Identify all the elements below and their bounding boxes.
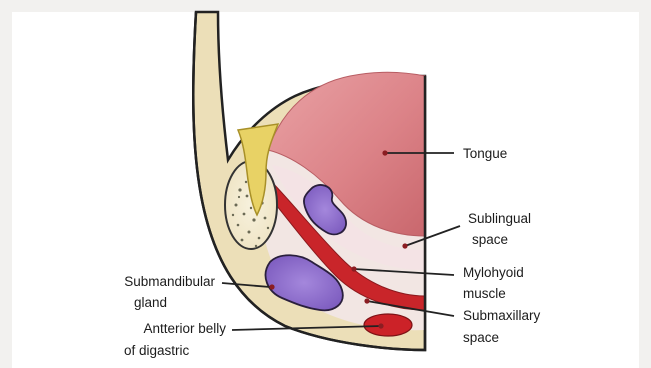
label-sublingual-line1: Sublingual xyxy=(468,211,531,226)
label-digastric-line1: Antterior belly xyxy=(143,321,226,336)
leader-dot-tongue xyxy=(382,150,387,155)
label-digastric-line2: of digastric xyxy=(124,343,190,358)
anterior-belly-digastric xyxy=(364,314,412,336)
label-mylohyoid-line2: muscle xyxy=(463,286,506,301)
label-sublingual-line2: space xyxy=(472,232,508,247)
leader-dot-mylohyoid xyxy=(351,266,356,271)
leader-dot-submaxillary xyxy=(364,298,369,303)
label-submaxillary-line2: space xyxy=(463,330,499,345)
label-tongue: Tongue xyxy=(463,146,507,161)
leader-dot-submandibular xyxy=(269,284,274,289)
leader-dot-digastric xyxy=(378,323,383,328)
leader-dot-sublingual xyxy=(402,243,407,248)
label-submandibular-line2: gland xyxy=(134,295,167,310)
label-submandibular-line1: Submandibular xyxy=(124,274,215,289)
label-mylohyoid-line1: Mylohyoid xyxy=(463,265,524,280)
label-submaxillary-line1: Submaxillary xyxy=(463,308,541,323)
